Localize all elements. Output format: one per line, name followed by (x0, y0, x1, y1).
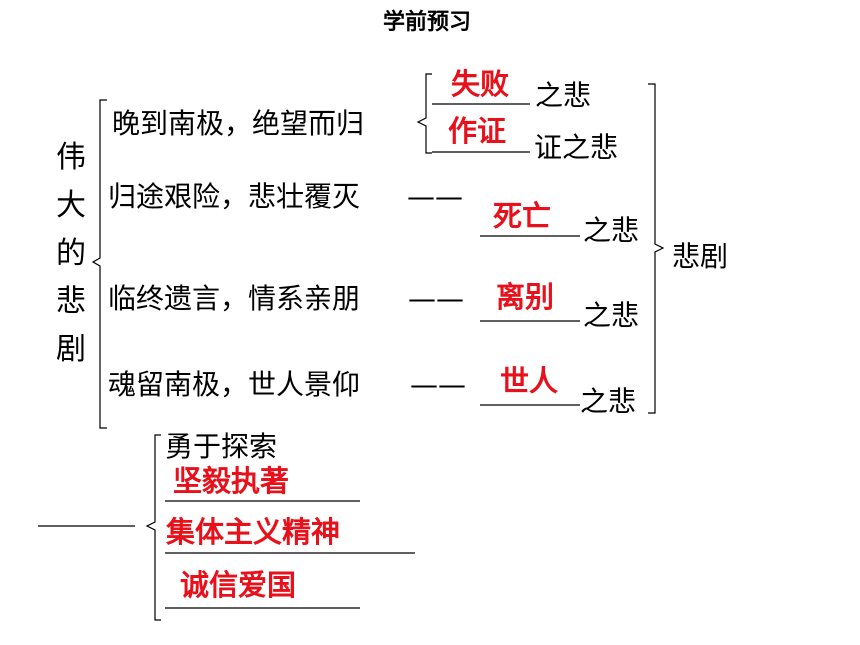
spirit-answer-1: 坚毅执著 (173, 464, 290, 498)
page-title: 学前预习 (383, 10, 472, 35)
right-bracket (648, 83, 665, 414)
category-label: 悲剧 (672, 240, 729, 273)
row-2-suffix: 之悲 (583, 214, 640, 247)
sub-item-2-suffix: 证之悲 (534, 131, 619, 164)
row-1-text: 晚到南极，绝望而归 (112, 107, 365, 140)
row-3-dash: —— (408, 282, 464, 315)
row-4-answer: 世人 (500, 364, 559, 398)
main-bracket (91, 99, 107, 429)
sub-item-1-answer: 失败 (451, 67, 510, 101)
row-2-dash: —— (407, 180, 463, 213)
row-2-answer: 死亡 (493, 199, 552, 233)
main-topic-vertical: 伟大的悲剧 (56, 140, 86, 367)
row-4-dash: —— (410, 368, 466, 401)
row-3-text: 临终遗言，情系亲朋 (108, 282, 361, 315)
sub-bracket (416, 73, 432, 154)
spirit-first-item: 勇于探索 (165, 430, 278, 463)
row-3-answer: 离别 (496, 280, 555, 314)
sub-item-2-answer: 作证 (448, 114, 507, 148)
spirit-bracket (145, 434, 161, 621)
row-2-text: 归途艰险，悲壮覆灭 (108, 180, 361, 213)
spirit-answer-2: 集体主义精神 (166, 515, 341, 549)
row-3-suffix: 之悲 (583, 299, 640, 332)
spirit-answer-3: 诚信爱国 (180, 568, 297, 602)
sub-item-1-suffix: 之悲 (535, 79, 592, 112)
row-4-suffix: 之悲 (580, 385, 637, 418)
row-4-text: 魂留南极，世人景仰 (108, 368, 361, 401)
